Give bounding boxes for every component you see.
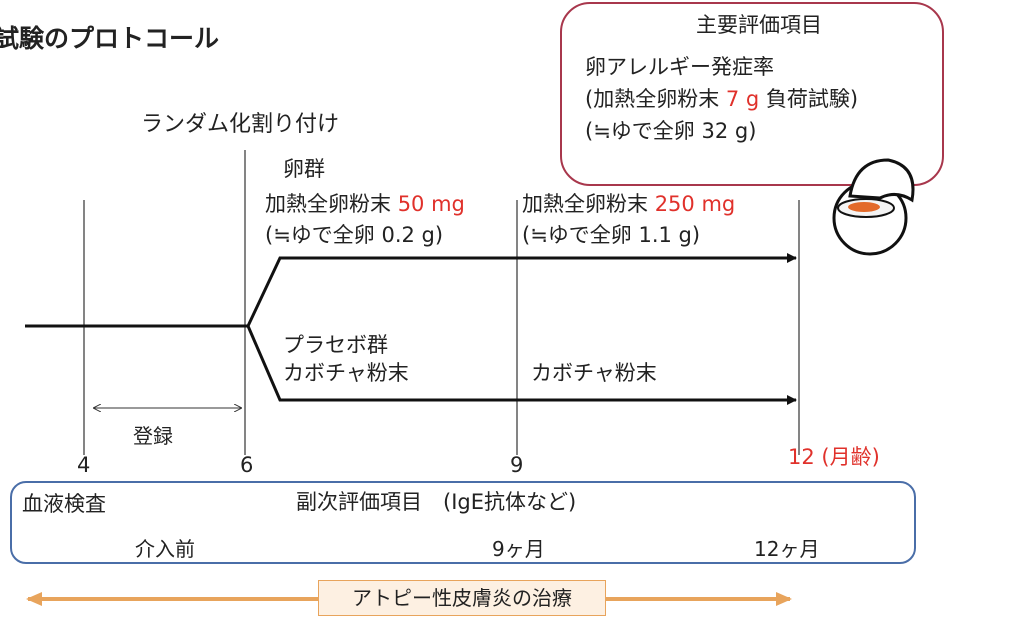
primary-dose: 7 g [725, 87, 760, 111]
primary-line1: 卵アレルギー発症率 [585, 55, 774, 79]
placebo-powder1: カボチャ粉末 [283, 361, 409, 385]
pre-intervention-label: 介入前 [135, 537, 195, 561]
primary-heading: 主要評価項目 [696, 13, 822, 37]
month-6-label: 6 [240, 453, 254, 477]
nine-month-label: 9ヶ月 [492, 537, 545, 561]
month-4-label: 4 [77, 453, 91, 477]
egg-group-arrow [246, 253, 797, 327]
twelve-month-label: 12ヶ月 [754, 537, 820, 561]
month-9-label: 9 [510, 453, 524, 477]
egg-dose2-amount: 250 mg [654, 192, 736, 216]
egg-group-name: 卵群 [283, 157, 325, 181]
boiled-egg-icon [832, 158, 915, 256]
blood-test-label: 血液検査 [22, 492, 106, 516]
egg-dose1-amount: 50 mg [397, 192, 465, 216]
enroll-label: 登録 [133, 424, 173, 448]
primary-endpoint-box [560, 2, 944, 186]
placebo-powder2: カボチャ粉末 [531, 361, 657, 385]
randomization-label: ランダム化割り付け [141, 112, 340, 137]
egg-dose2-equiv: (≒ゆで全卵 1.1 g) [522, 223, 701, 247]
atopy-treatment-label: アトピー性皮膚炎の治療 [318, 580, 606, 616]
secondary-endpoint-box [10, 481, 916, 564]
primary-line3: (≒ゆで全卵 32 g) [585, 119, 757, 143]
egg-dose1: 加熱全卵粉末 50 mg [265, 192, 465, 216]
placebo-group-name: プラセボ群 [283, 333, 388, 357]
placebo-group-arrow [246, 325, 797, 405]
egg-dose2: 加熱全卵粉末 250 mg [522, 192, 736, 216]
month-12-label: 12 (月齢) [788, 445, 880, 469]
egg-dose1-equiv: (≒ゆで全卵 0.2 g) [265, 223, 444, 247]
secondary-heading: 副次評価項目 (IgE抗体など) [296, 490, 577, 514]
page-title: 試験のプロトコール [0, 24, 220, 53]
primary-line2: (加熱全卵粉末 7 g 負荷試験) [585, 87, 859, 111]
